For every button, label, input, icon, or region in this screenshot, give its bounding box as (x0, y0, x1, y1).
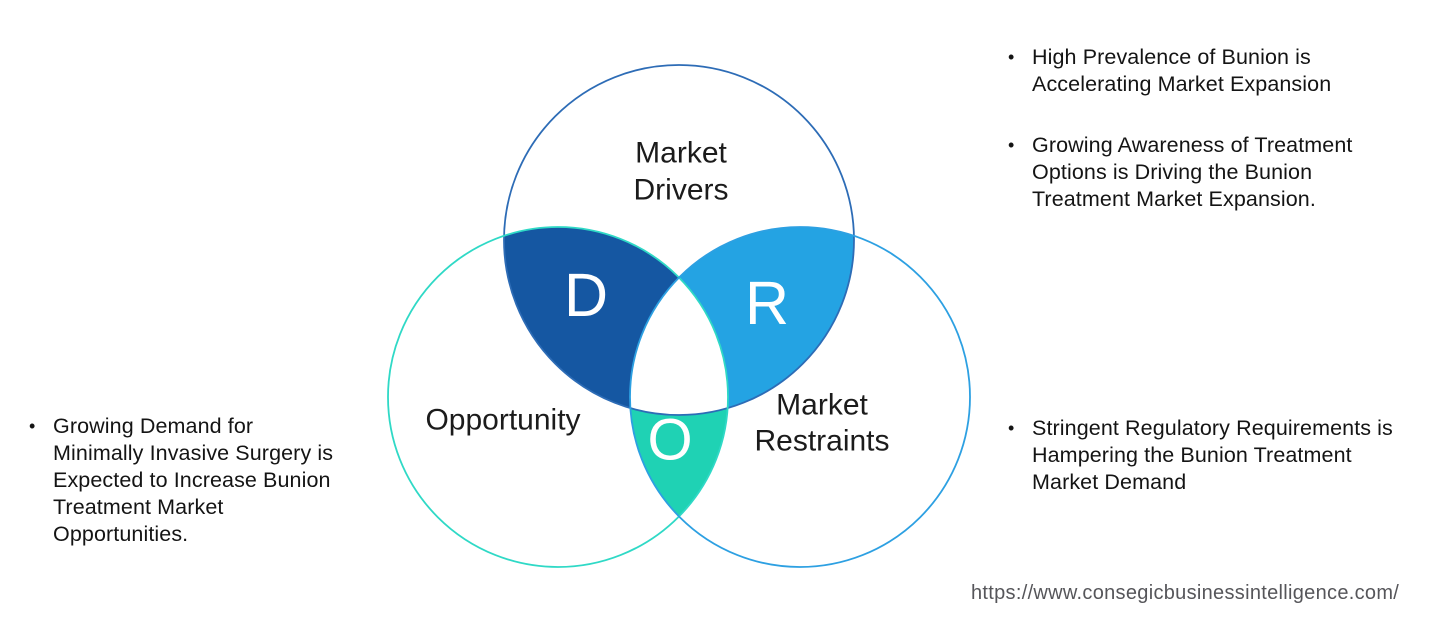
list-item: • Growing Demand for Minimally Invasive … (29, 413, 333, 548)
list-item-line: Accelerating Market Expansion (1032, 72, 1332, 96)
opportunity-circle-outline (387, 226, 729, 568)
list-item-line: Expected to Increase Bunion (53, 468, 331, 492)
list-item-line: Hampering the Bunion Treatment (1032, 443, 1352, 467)
list-item-line: High Prevalence of Bunion is (1032, 45, 1311, 69)
restraints-bullet-list: • Stringent Regulatory Requirements is H… (1008, 415, 1393, 496)
restraints-label-line2: Restraints (754, 425, 889, 458)
list-item: • Growing Awareness of Treatment Options… (1008, 132, 1352, 213)
restraints-letter: R (745, 269, 789, 337)
opportunity-letter: O (647, 408, 692, 473)
bullet-icon: • (1008, 418, 1015, 438)
bullet-icon: • (1008, 135, 1015, 155)
list-item-line: Minimally Invasive Surgery is (53, 441, 334, 465)
bullet-icon: • (1008, 47, 1015, 67)
drivers-letter: D (564, 261, 608, 329)
restraints-label-line1: Market (776, 389, 868, 422)
list-item-line: Treatment Market (53, 495, 224, 519)
list-item-text: High Prevalence of Bunion is Acceleratin… (1032, 44, 1331, 98)
drivers-circle-outline (503, 64, 855, 416)
list-item-line: Options is Driving the Bunion (1032, 160, 1313, 184)
restraints-circle-outline (629, 226, 971, 568)
list-item-line: Growing Awareness of Treatment (1032, 133, 1353, 157)
opportunity-label: Opportunity (425, 404, 580, 437)
list-item-text: Stringent Regulatory Requirements is Ham… (1032, 415, 1393, 496)
drivers-bullet-list: • High Prevalence of Bunion is Accelerat… (1008, 44, 1352, 213)
list-item-text: Growing Awareness of Treatment Options i… (1032, 132, 1352, 213)
list-item-line: Market Demand (1032, 470, 1187, 494)
list-item-line: Growing Demand for (53, 414, 254, 438)
list-item: • High Prevalence of Bunion is Accelerat… (1008, 44, 1352, 98)
list-item-line: Stringent Regulatory Requirements is (1032, 416, 1393, 440)
source-url: https://www.consegicbusinessintelligence… (971, 582, 1400, 604)
opportunity-bullet-list: • Growing Demand for Minimally Invasive … (29, 413, 333, 548)
list-item-line: Treatment Market Expansion. (1032, 187, 1316, 211)
bullet-icon: • (29, 416, 36, 436)
list-item-text: Growing Demand for Minimally Invasive Su… (53, 413, 333, 548)
drivers-label-line1: Market (635, 137, 727, 170)
list-item-line: Opportunities. (53, 522, 189, 546)
drivers-label-line2: Drivers (634, 174, 729, 207)
list-item: • Stringent Regulatory Requirements is H… (1008, 415, 1393, 496)
